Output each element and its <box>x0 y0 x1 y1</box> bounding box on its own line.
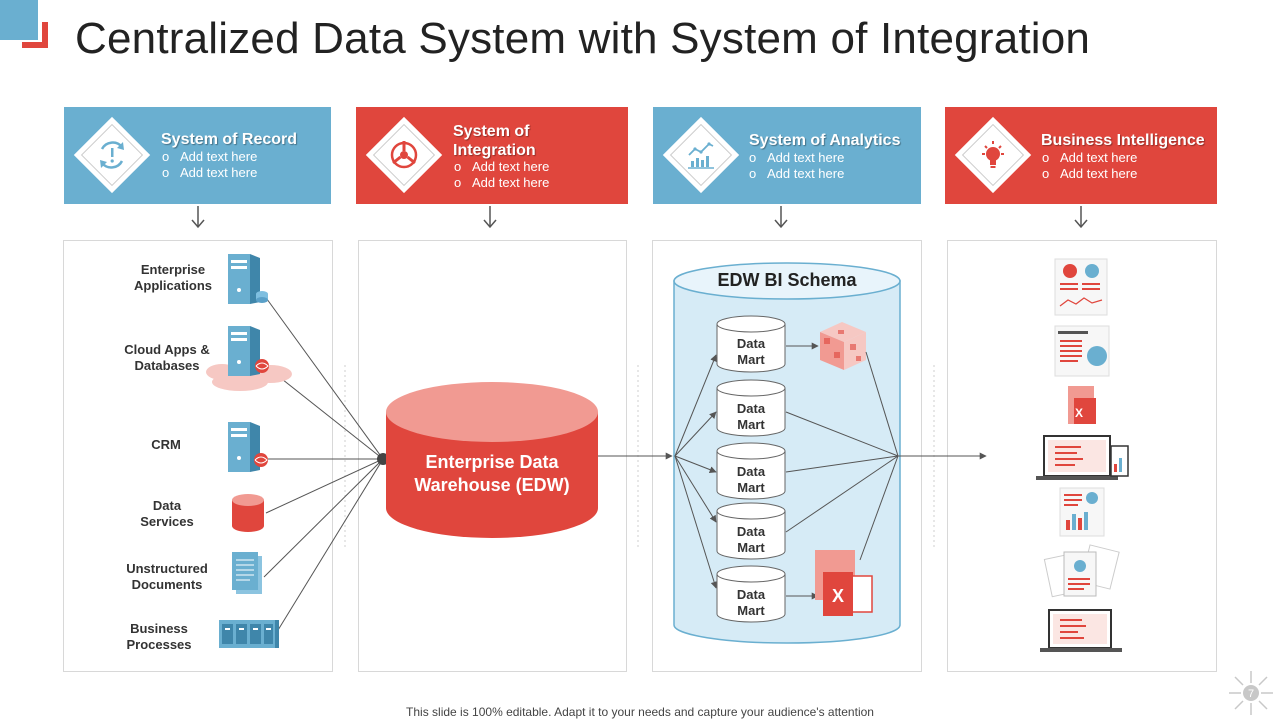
source-label-business-processes: Business Processes <box>126 621 192 652</box>
arrow-down-icon <box>191 206 205 229</box>
enterprise-data-warehouse <box>386 382 598 538</box>
bullet-item: Add text here <box>749 166 844 182</box>
report-bar-icon <box>1059 487 1105 537</box>
documents-icon <box>232 552 262 594</box>
header-system-of-record: System of Record Add text here Add text … <box>64 107 331 204</box>
bullet-item: Add text here <box>1042 166 1137 182</box>
integration-icon <box>390 141 418 169</box>
bullet-item: Add text here <box>749 150 844 166</box>
warehouse-label: Enterprise Data Warehouse (EDW) <box>414 452 570 495</box>
source-label-cloud-apps: Cloud Apps & Databases <box>124 342 210 373</box>
slide-title: Centralized Data System with System of I… <box>75 14 1091 63</box>
server-icon <box>228 254 268 304</box>
corner-decoration-red <box>22 22 48 48</box>
bullet-item: Add text here <box>454 175 549 191</box>
header-business-intelligence: Business Intelligence Add text here Add … <box>945 107 1217 204</box>
header-title: System of Record <box>161 131 298 148</box>
cabinets-icon <box>219 620 279 648</box>
bullet-item: Add text here <box>1042 150 1137 166</box>
arrow-down-icon <box>1074 206 1088 229</box>
source-label-enterprise-applications: Enterprise Applications <box>133 262 212 293</box>
data-cube-icon <box>820 322 866 370</box>
schema-title: EDW BI Schema <box>717 270 857 290</box>
bullet-item: Add text here <box>454 159 549 175</box>
corner-decoration-blue <box>0 0 38 40</box>
header-title: System of Integration <box>453 123 536 159</box>
data-mart <box>716 315 786 623</box>
schema-fan-in <box>674 354 718 589</box>
dashboard-report-icon <box>1054 258 1108 316</box>
refresh-clock-icon <box>100 141 124 169</box>
arrow-down-icon <box>483 206 497 229</box>
source-label-data-services: Data Services <box>140 498 194 529</box>
server-icon <box>228 422 268 472</box>
footer-note: This slide is 100% editable. Adapt it to… <box>406 705 874 719</box>
excel-file-icon: X <box>1068 386 1096 424</box>
header-bullets: Add text here Add text here <box>162 149 257 181</box>
server-icon <box>228 326 269 376</box>
svg-text:X: X <box>1075 406 1083 420</box>
header-bullets: Add text here Add text here <box>1042 150 1137 182</box>
source-connectors <box>263 294 384 636</box>
multi-report-icon <box>1043 544 1120 598</box>
data-mart-label: Data Mart <box>736 401 766 432</box>
header-bullets: Add text here Add text here <box>749 150 844 182</box>
header-title: Business Intelligence <box>1041 132 1205 149</box>
database-icon <box>232 494 264 532</box>
bullet-item: Add text here <box>162 165 257 181</box>
header-title: System of Analytics <box>749 132 901 149</box>
data-mart-label: Data Mart <box>736 524 766 555</box>
page-number: 7 <box>1248 688 1254 700</box>
header-system-of-analytics: System of Analytics Add text here Add te… <box>653 107 921 204</box>
panel-system-of-record <box>63 240 333 672</box>
excel-icon: X <box>815 550 873 616</box>
data-mart-label: Data Mart <box>736 587 766 618</box>
header-bullets: Add text here Add text here <box>454 159 549 191</box>
lightbulb-icon <box>982 141 1004 168</box>
svg-text:X: X <box>832 586 844 606</box>
report-pie-icon <box>1054 325 1110 377</box>
data-mart-label: Data Mart <box>736 336 766 367</box>
analytics-icon <box>688 142 714 169</box>
data-mart-label: Data Mart <box>736 464 766 495</box>
laptop-phone-icon <box>1036 435 1129 480</box>
page-number-badge: 7 <box>1229 671 1273 715</box>
schema-fan-out <box>785 351 899 561</box>
laptop-icon <box>1040 609 1122 652</box>
source-label-unstructured-documents: Unstructured Documents <box>126 561 208 592</box>
arrow-down-icon <box>774 206 788 229</box>
source-label-crm: CRM <box>151 437 181 452</box>
header-system-of-integration: System of Integration Add text here Add … <box>356 107 628 204</box>
bullet-item: Add text here <box>162 149 257 165</box>
